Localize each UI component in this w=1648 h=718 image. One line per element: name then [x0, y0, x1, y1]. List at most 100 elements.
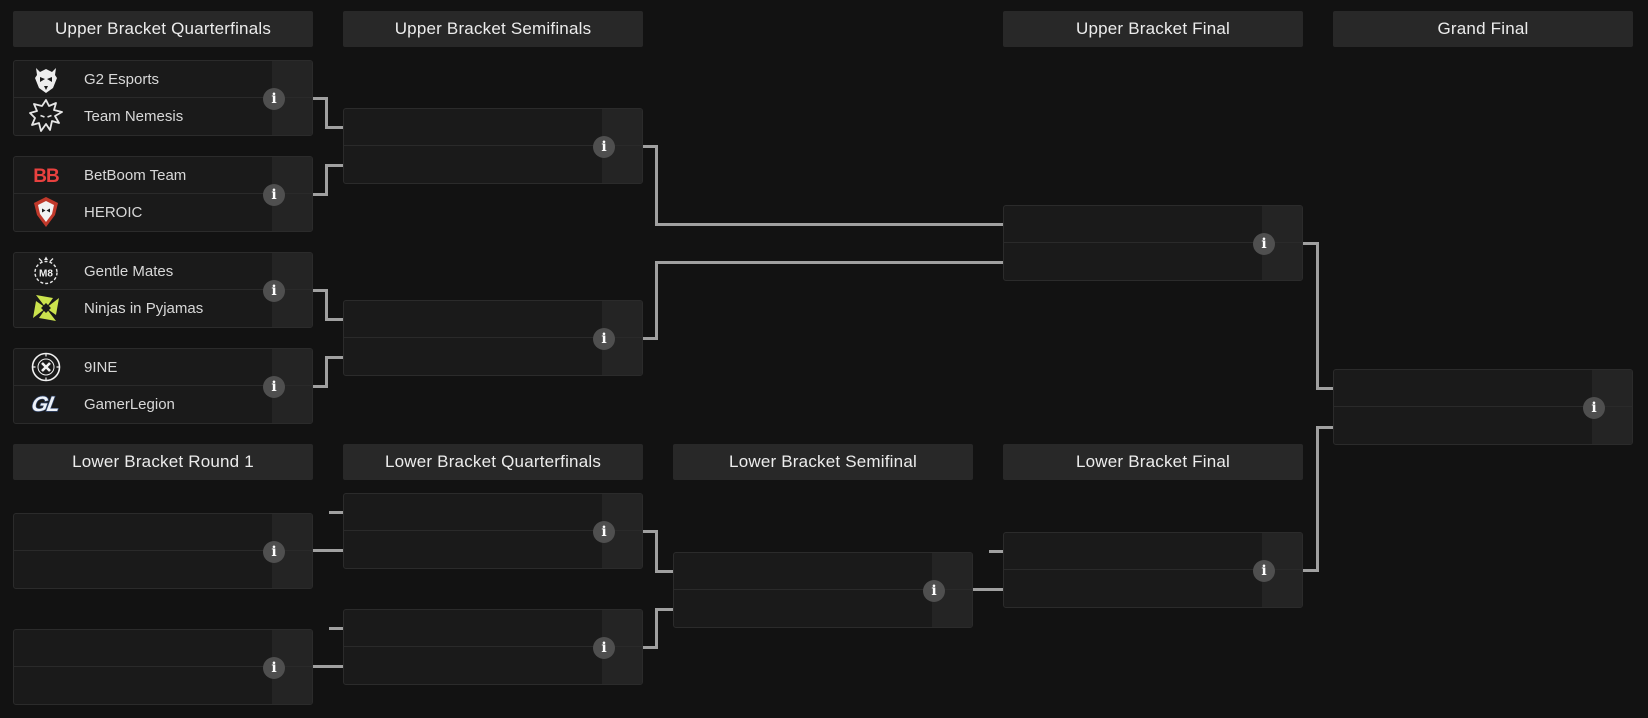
match-row-divider — [1004, 569, 1302, 570]
bracket-connector-line — [313, 664, 343, 668]
match-info-icon[interactable]: i — [263, 657, 285, 679]
bracket-connector-line — [324, 355, 343, 359]
match-row-divider — [14, 97, 312, 98]
match-row-divider — [344, 646, 642, 647]
bracket-connector-line — [654, 260, 1003, 264]
team-slot-empty — [14, 667, 272, 703]
team-slot-ninjas-in-pyjamas[interactable]: Ninjas in Pyjamas — [14, 290, 272, 326]
bracket-connector-line — [1315, 425, 1333, 429]
match-row-divider — [1004, 242, 1302, 243]
bracket-connector-line — [654, 607, 673, 611]
match-info-icon[interactable]: i — [593, 521, 615, 543]
team-nemesis-logo — [29, 99, 63, 133]
g2-esports-logo — [29, 62, 63, 96]
match-row-divider — [674, 589, 972, 590]
match-info-icon[interactable]: i — [1583, 397, 1605, 419]
bracket-connector-line — [989, 549, 1003, 553]
bracket-connector-line — [329, 510, 343, 514]
team-slot-betboom-team[interactable]: BB BetBoom Team — [14, 157, 272, 193]
team-slot-heroic[interactable]: HEROIC — [14, 194, 272, 230]
bracket-connector-line — [654, 569, 673, 573]
bracket-connector-line — [643, 336, 658, 340]
match-row-divider — [14, 289, 312, 290]
round-header-lower-bracket-semifinal: Lower Bracket Semifinal — [673, 444, 973, 480]
match-row-divider — [14, 385, 312, 386]
bracket-connector-line — [324, 163, 343, 167]
bracket-connector-line — [324, 355, 328, 388]
match-info-icon[interactable]: i — [263, 541, 285, 563]
match-info-icon[interactable]: i — [923, 580, 945, 602]
team-name: G2 Esports — [84, 70, 160, 88]
match-info-icon[interactable]: i — [593, 637, 615, 659]
team-slot-empty — [14, 551, 272, 587]
match-ub-qf-4: 9INE GL GamerLegion i — [13, 348, 313, 424]
team-slot-empty — [674, 553, 932, 589]
round-header-lower-bracket-round-1: Lower Bracket Round 1 — [13, 444, 313, 480]
team-slot-empty — [1004, 533, 1262, 569]
match-info-icon[interactable]: i — [263, 88, 285, 110]
round-header-upper-bracket-semifinals: Upper Bracket Semifinals — [343, 11, 643, 47]
match-info-icon[interactable]: i — [593, 328, 615, 350]
match-lb-qf-1: i — [343, 493, 643, 569]
bracket-connector-line — [1303, 568, 1319, 572]
bracket-connector-line — [654, 529, 658, 573]
bracket-connector-line — [329, 626, 343, 630]
match-grand-final: i — [1333, 369, 1633, 445]
team-slot-9ine[interactable]: 9INE — [14, 349, 272, 385]
team-name: HEROIC — [84, 203, 143, 221]
bracket-connector-line — [1315, 386, 1333, 390]
betboom-team-logo: BB — [29, 158, 63, 192]
bracket-connector-line — [973, 587, 1003, 591]
round-header-lower-bracket-quarterfinals: Lower Bracket Quarterfinals — [343, 444, 643, 480]
match-info-icon[interactable]: i — [263, 280, 285, 302]
match-lb-r1-1: i — [13, 513, 313, 589]
match-info-icon[interactable]: i — [263, 184, 285, 206]
gamerlegion-logo: GL — [29, 387, 63, 421]
bracket-connector-line — [313, 96, 328, 100]
match-lb-r1-2: i — [13, 629, 313, 705]
match-lb-sf: i — [673, 552, 973, 628]
team-slot-empty — [1004, 206, 1262, 242]
bracket-connector-line — [1315, 241, 1319, 390]
team-name: Ninjas in Pyjamas — [84, 299, 204, 317]
svg-text:M8: M8 — [39, 269, 53, 280]
team-name: GamerLegion — [84, 395, 175, 413]
bracket-connector-line — [313, 384, 328, 388]
match-info-icon[interactable]: i — [1253, 560, 1275, 582]
match-row-divider — [14, 550, 312, 551]
team-slot-team-nemesis[interactable]: Team Nemesis — [14, 98, 272, 134]
bracket-connector-line — [324, 125, 343, 129]
heroic-logo — [29, 195, 63, 229]
match-row-divider — [14, 193, 312, 194]
team-name: 9INE — [84, 358, 118, 376]
match-ub-final: i — [1003, 205, 1303, 281]
match-info-icon[interactable]: i — [593, 136, 615, 158]
match-info-icon[interactable]: i — [1253, 233, 1275, 255]
bracket-connector-line — [324, 163, 328, 196]
bracket-connector-line — [313, 192, 328, 196]
team-slot-empty — [1334, 407, 1592, 443]
team-name: BetBoom Team — [84, 166, 187, 184]
bracket-connector-line — [324, 317, 343, 321]
bracket-connector-line — [324, 288, 328, 321]
team-slot-empty — [344, 338, 602, 374]
match-info-icon[interactable]: i — [263, 376, 285, 398]
round-header-lower-bracket-final: Lower Bracket Final — [1003, 444, 1303, 480]
match-ub-sf-2: i — [343, 300, 643, 376]
team-slot-empty — [14, 630, 272, 666]
gentle-mates-logo: M8 — [29, 254, 63, 288]
team-slot-g2-esports[interactable]: G2 Esports — [14, 61, 272, 97]
nine-logo — [29, 350, 63, 384]
bracket-connector-line — [654, 144, 658, 226]
bracket-connector-line — [324, 96, 328, 129]
bracket-connector-line — [1315, 425, 1319, 572]
match-row-divider — [344, 337, 642, 338]
team-slot-gamerlegion[interactable]: GL GamerLegion — [14, 386, 272, 422]
match-row-divider — [14, 666, 312, 667]
svg-text:BB: BB — [33, 166, 59, 187]
match-row-divider — [344, 145, 642, 146]
